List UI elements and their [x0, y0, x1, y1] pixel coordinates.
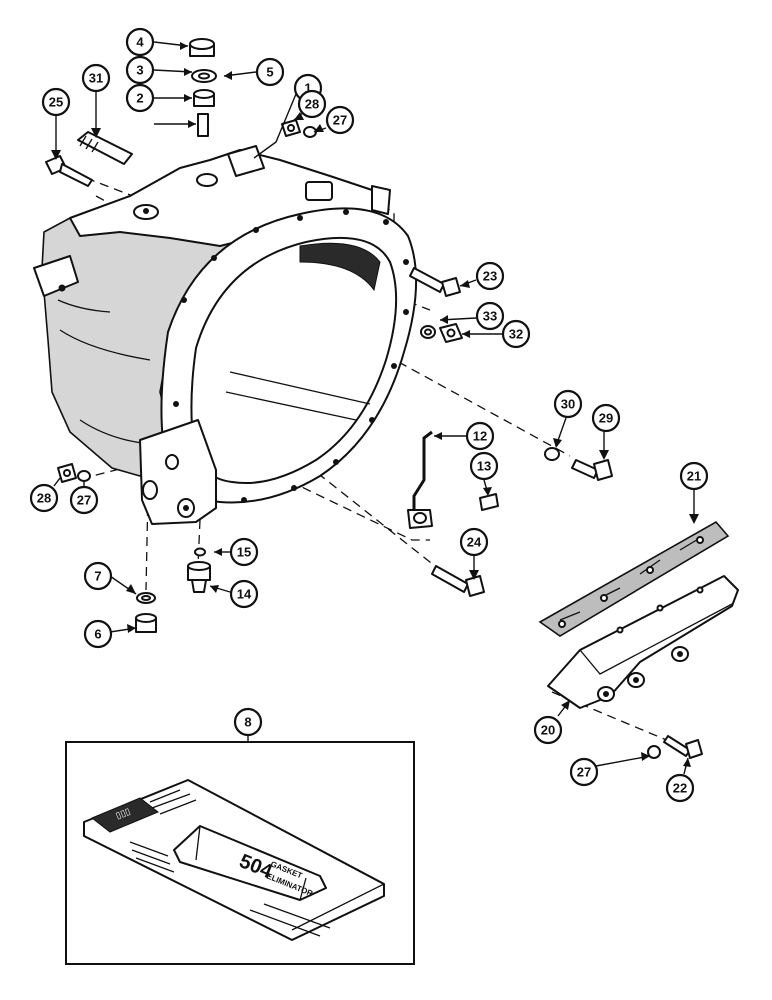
fitting-14 — [187, 561, 211, 593]
svg-text:33: 33 — [483, 309, 497, 324]
svg-text:27: 27 — [333, 113, 347, 128]
callout-30: 30 — [553, 389, 583, 419]
svg-text:1: 1 — [304, 81, 311, 96]
callout-5: 5 — [255, 57, 285, 87]
svg-text:21: 21 — [687, 469, 701, 484]
callout-22: 22 — [665, 773, 695, 803]
callout-2: 2 — [125, 83, 155, 113]
svg-text:3: 3 — [136, 63, 143, 78]
washer-33 — [420, 325, 436, 339]
callout-28-upper: 28 — [297, 89, 327, 119]
svg-text:12: 12 — [473, 429, 487, 444]
callout-31: 31 — [81, 63, 111, 93]
svg-text:5: 5 — [266, 65, 273, 80]
callout-13: 13 — [469, 451, 499, 481]
svg-text:28: 28 — [37, 491, 51, 506]
washer-5 — [191, 69, 217, 83]
nut-28-lower — [57, 463, 77, 483]
callout-24: 24 — [459, 527, 489, 557]
callout-14: 14 — [229, 579, 259, 609]
nut-3 — [193, 89, 215, 107]
sealant-package: ▯▯▯ 504 GASKET ELIMINATOR — [83, 779, 385, 941]
clutch-housing — [33, 145, 418, 525]
svg-text:14: 14 — [237, 587, 252, 602]
callout-12: 12 — [465, 421, 495, 451]
callout-3: 3 — [125, 55, 155, 85]
callout-27-right: 27 — [569, 757, 599, 787]
callout-25: 25 — [41, 87, 71, 117]
callout-33: 33 — [475, 301, 505, 331]
callout-27-lower: 27 — [69, 485, 99, 515]
nut-32 — [439, 323, 463, 343]
svg-text:29: 29 — [599, 411, 613, 426]
washer-7 — [136, 592, 156, 604]
svg-text:31: 31 — [89, 71, 103, 86]
callout-15: 15 — [229, 537, 259, 567]
svg-text:27: 27 — [577, 765, 591, 780]
callout-20: 20 — [533, 715, 563, 745]
bolt-29 — [571, 459, 613, 481]
callout-4: 4 — [125, 27, 155, 57]
flange-bolt-holes — [173, 209, 409, 503]
svg-text:23: 23 — [483, 269, 497, 284]
washer-27-lower — [77, 470, 91, 482]
callout-29: 29 — [591, 403, 621, 433]
arrowheads — [51, 42, 699, 767]
callout-7: 7 — [83, 561, 113, 591]
svg-text:24: 24 — [467, 535, 482, 550]
svg-text:20: 20 — [541, 723, 555, 738]
clip-13 — [479, 493, 499, 511]
washer-27-right — [647, 745, 661, 759]
svg-text:30: 30 — [561, 397, 575, 412]
callout-28-lower: 28 — [29, 483, 59, 513]
svg-text:7: 7 — [94, 569, 101, 584]
callout-23: 23 — [475, 261, 505, 291]
plug-6 — [135, 613, 157, 633]
gasket-21 — [538, 520, 730, 637]
callout-8: 8 — [233, 707, 263, 737]
svg-text:27: 27 — [77, 493, 91, 508]
bolt-25 — [45, 155, 93, 187]
washer-30 — [544, 447, 560, 461]
o-ring-15 — [194, 547, 206, 557]
svg-text:8: 8 — [244, 715, 251, 730]
svg-text:13: 13 — [477, 459, 491, 474]
bolt-23 — [409, 267, 461, 297]
svg-text:22: 22 — [673, 781, 687, 796]
callout-32: 32 — [501, 319, 531, 349]
stud-31 — [77, 131, 133, 165]
svg-text:4: 4 — [136, 35, 144, 50]
dowel-2 — [197, 113, 209, 137]
svg-text:28: 28 — [305, 97, 319, 112]
svg-text:32: 32 — [509, 327, 523, 342]
nut-28-upper — [281, 119, 301, 137]
rod-12 — [407, 430, 433, 529]
callout-27-upper: 27 — [325, 105, 355, 135]
cover-20 — [547, 575, 739, 709]
svg-text:25: 25 — [49, 95, 63, 110]
callout-6: 6 — [83, 619, 113, 649]
plug-4 — [189, 38, 215, 57]
callouts: 4 3 2 5 31 25 1 28 27 23 33 32 12 13 30 … — [29, 27, 709, 803]
callout-21: 21 — [679, 461, 709, 491]
bolt-22 — [663, 735, 703, 759]
svg-text:15: 15 — [237, 545, 251, 560]
svg-text:6: 6 — [94, 627, 101, 642]
svg-text:2: 2 — [136, 91, 143, 106]
